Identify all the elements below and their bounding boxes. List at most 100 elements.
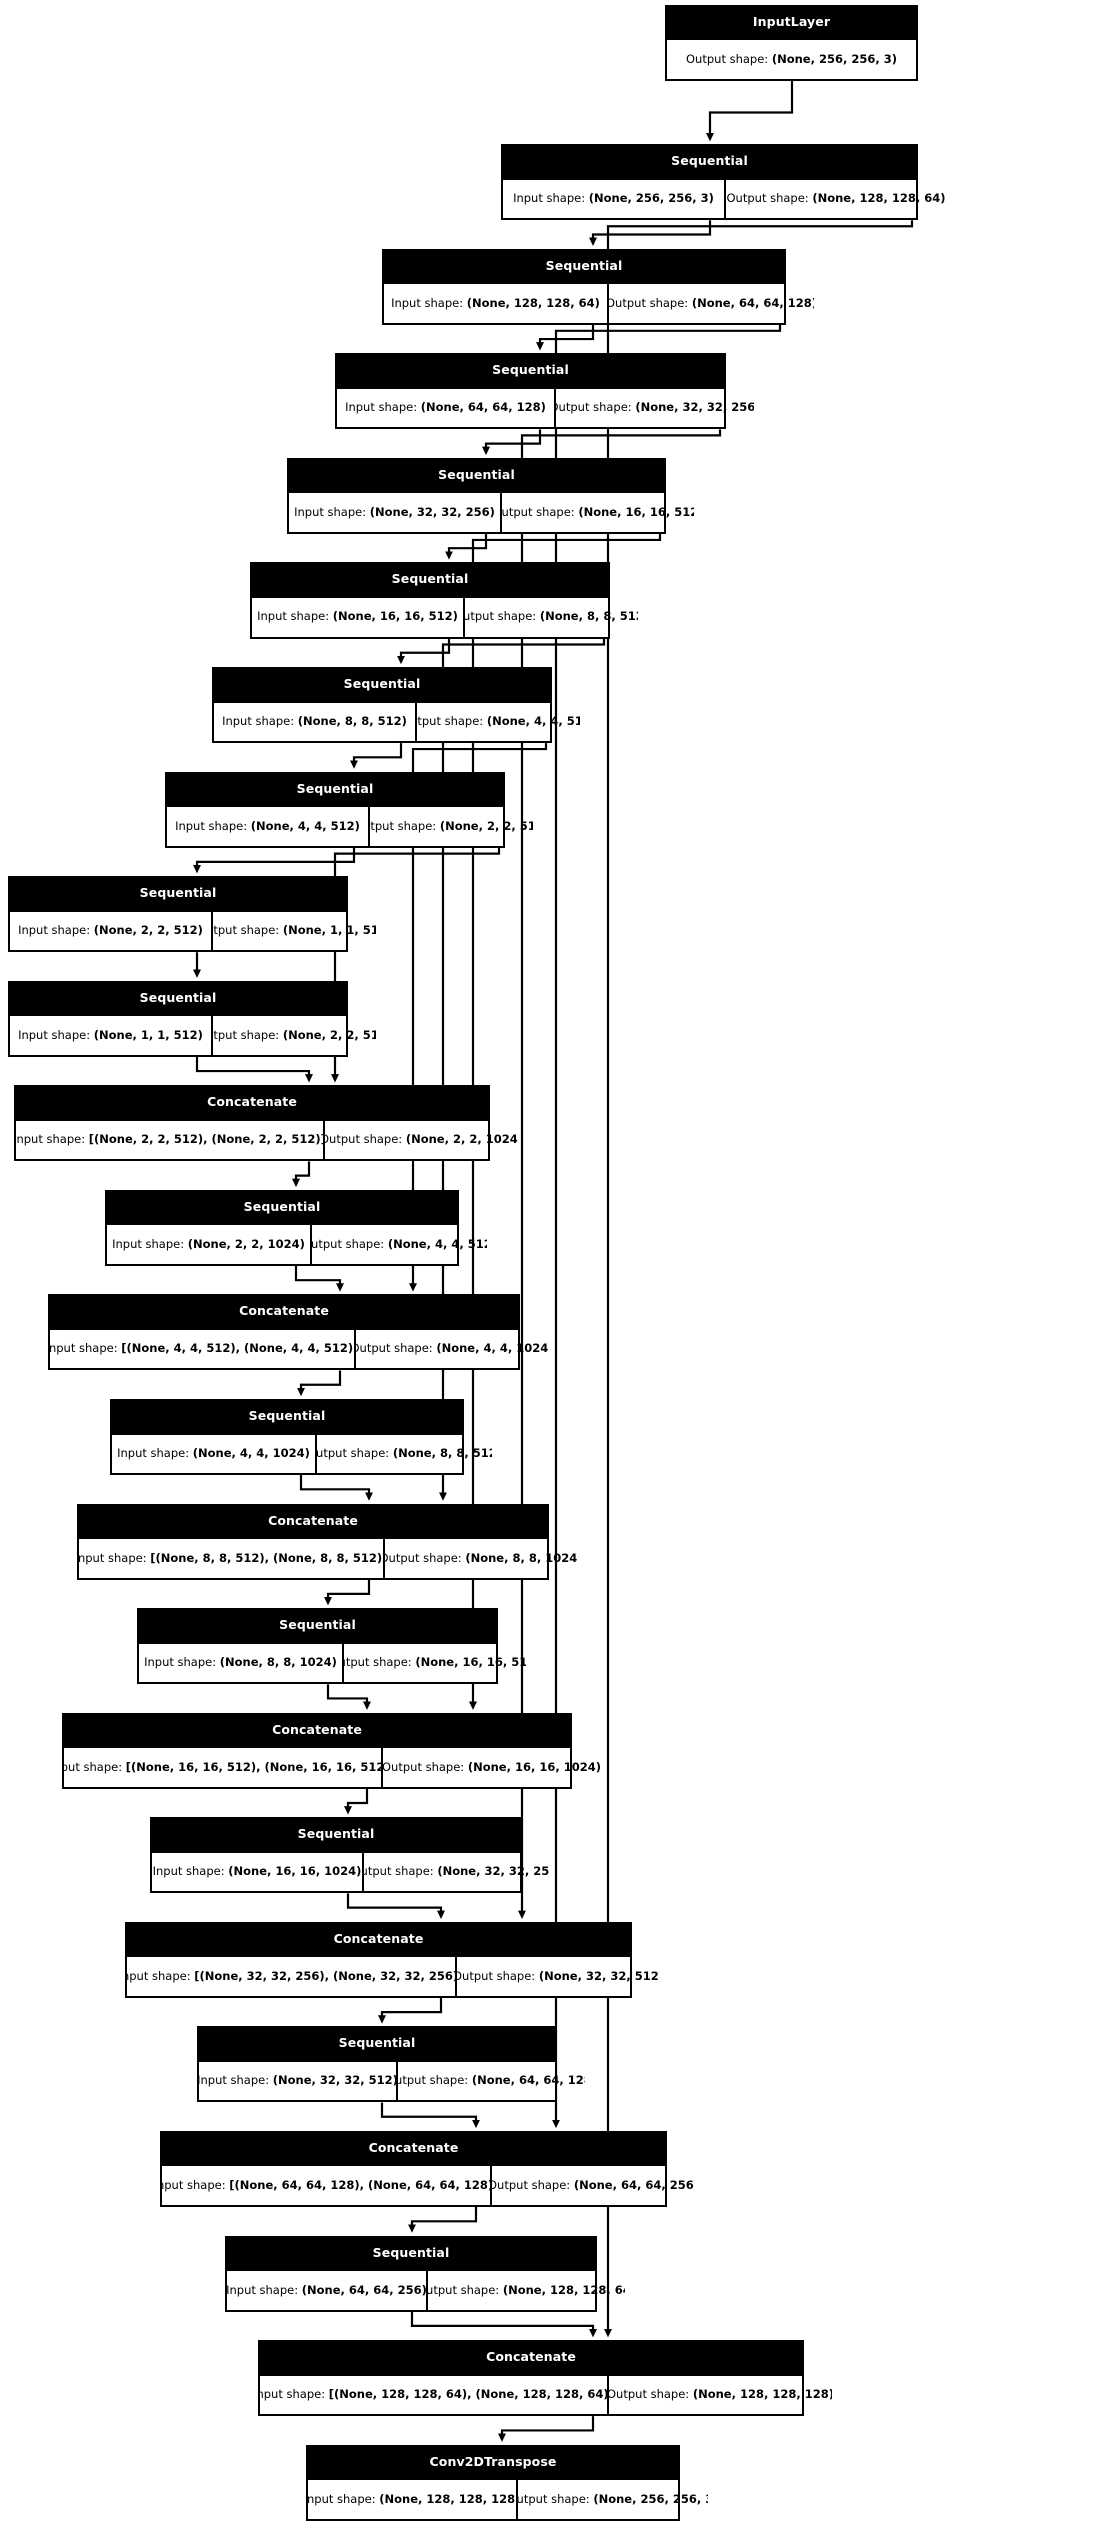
node-shape-row: Input shape: [(None, 8, 8, 512), (None, … xyxy=(79,1537,577,1578)
input-shape-label: Input shape: xyxy=(144,1655,217,1670)
output-shape-label: Output shape: xyxy=(492,2178,571,2192)
input-shape-value: (None, 256, 256, 3) xyxy=(588,191,714,206)
node-shape-row: Input shape: [(None, 2, 2, 512), (None, … xyxy=(16,1118,518,1160)
output-shape-value: (None, 256, 256, 3) xyxy=(593,2491,708,2506)
node-title: Sequential xyxy=(214,669,550,701)
input-shape-label: Input shape: xyxy=(18,1027,91,1042)
input-shape-value: (None, 8, 8, 512) xyxy=(297,714,407,729)
edge-n10-n11 xyxy=(292,1161,311,1188)
node-shape-row: Input shape: (None, 4, 4, 1024)Output sh… xyxy=(112,1432,492,1474)
input-shape-value: (None, 16, 16, 512) xyxy=(332,609,458,624)
output-shape-label: Output shape: xyxy=(428,2282,500,2297)
node-input-shape: Input shape: (None, 32, 32, 512) xyxy=(199,2061,398,2101)
node-output-shape: Output shape: (None, 8, 8, 512) xyxy=(317,1435,492,1474)
output-shape-label: Output shape: xyxy=(609,2387,690,2402)
node-output-shape: Output shape: (None, 128, 128, 64) xyxy=(726,180,946,219)
input-shape-value: (None, 8, 8, 1024) xyxy=(219,1655,337,1670)
output-shape-label: Output shape: xyxy=(325,1132,403,1147)
output-shape-value: (None, 128, 128, 64) xyxy=(502,2282,625,2297)
node-input-shape: Input shape: (None, 128, 128, 64) xyxy=(384,284,609,323)
node-title: Sequential xyxy=(10,878,346,910)
input-shape-label: Input shape: xyxy=(152,1864,225,1879)
node-shape-row: Input shape: (None, 16, 16, 1024)Output … xyxy=(152,1850,550,1892)
node-shape-row: Input shape: (None, 8, 8, 512)Output sha… xyxy=(214,700,580,742)
node-output-shape: Output shape: (None, 16, 16, 512) xyxy=(344,1644,526,1683)
edge-n5-n6 xyxy=(397,638,451,665)
output-shape-label: Output shape: xyxy=(726,191,809,206)
node-title: Concatenate xyxy=(162,2132,665,2165)
node-shape-row: Input shape: (None, 16, 16, 512) Output s… xyxy=(252,595,638,637)
node-title: Sequential xyxy=(199,2028,555,2060)
input-shape-value: [(None, 16, 16, 512), (None, 16, 16, 512… xyxy=(125,1759,383,1774)
input-shape-label: Input shape: xyxy=(162,2178,226,2192)
node-output-shape: Output shape: (None, 64, 64, 128) xyxy=(398,2062,585,2101)
input-shape-label: Input shape: xyxy=(222,714,295,729)
input-shape-label: Input shape: xyxy=(79,1550,147,1565)
output-shape-value: (None, 2, 2, 512) xyxy=(282,1027,376,1042)
node-output-shape: Output shape: (None, 2, 2, 512) xyxy=(370,807,533,846)
output-shape-value: (None, 4, 4, 512) xyxy=(486,714,580,729)
node-title: Sequential xyxy=(384,250,784,283)
node-title: Sequential xyxy=(152,1819,520,1851)
node-shape-row: Input shape: (None, 128, 128, 128)Output… xyxy=(308,2478,708,2519)
input-shape-value: (None, 64, 64, 256) xyxy=(301,2282,427,2297)
node-shape-row: Input shape: (None, 8, 8, 1024) Output sh… xyxy=(139,1641,526,1683)
node-title: Sequential xyxy=(503,146,916,178)
edge-n13-n14 xyxy=(299,1475,373,1501)
output-shape-value: (None, 32, 32, 512) xyxy=(538,1968,660,1983)
output-shape-value: (None, 256, 256, 3) xyxy=(771,51,897,66)
input-shape-label: Input shape: xyxy=(64,1759,123,1774)
output-shape-label: Output shape: xyxy=(312,1236,385,1251)
input-shape-label: Input shape: xyxy=(175,818,248,833)
output-shape-label: Output shape: xyxy=(609,295,689,310)
node-title: Concatenate xyxy=(79,1505,547,1538)
edge-n16-n17 xyxy=(344,1788,369,1815)
node-input-shape: Input shape: (None, 256, 256, 3) xyxy=(503,179,726,219)
output-shape-label: Output shape: xyxy=(344,1655,412,1670)
input-shape-value: (None, 2, 2, 1024) xyxy=(187,1236,305,1251)
output-shape-label: Output shape: xyxy=(383,1759,465,1774)
input-shape-label: Input shape: xyxy=(308,2491,376,2506)
output-shape-value: (None, 64, 64, 256) xyxy=(573,2178,695,2192)
node-output-shape: Output shape: (None, 4, 4, 1024) xyxy=(356,1330,548,1369)
node-output-shape: Output shape: (None, 8, 8, 512) xyxy=(465,598,638,637)
node-input-shape: Input shape: [(None, 64, 64, 128), (None… xyxy=(162,2166,492,2206)
node-shape-row: Input shape: (None, 32, 32, 256)Output s… xyxy=(289,491,694,532)
node-output-shape: Output shape: (None, 256, 256, 3) xyxy=(518,2480,708,2519)
node-input-shape: Input shape: (None, 64, 64, 256) xyxy=(227,2271,428,2310)
input-shape-label: Input shape: xyxy=(257,609,330,624)
output-shape-label: Output shape: xyxy=(502,504,575,519)
edge-n9-n10 xyxy=(195,1056,313,1083)
input-shape-label: Input shape: xyxy=(50,1341,118,1356)
output-shape-value: (None, 64, 64, 128) xyxy=(471,2073,585,2088)
output-shape-value: (None, 32, 32, 256) xyxy=(437,1864,550,1879)
node-title: Sequential xyxy=(107,1191,457,1224)
input-shape-label: Input shape: xyxy=(199,2073,270,2088)
output-shape-label: Output shape: xyxy=(213,923,280,938)
